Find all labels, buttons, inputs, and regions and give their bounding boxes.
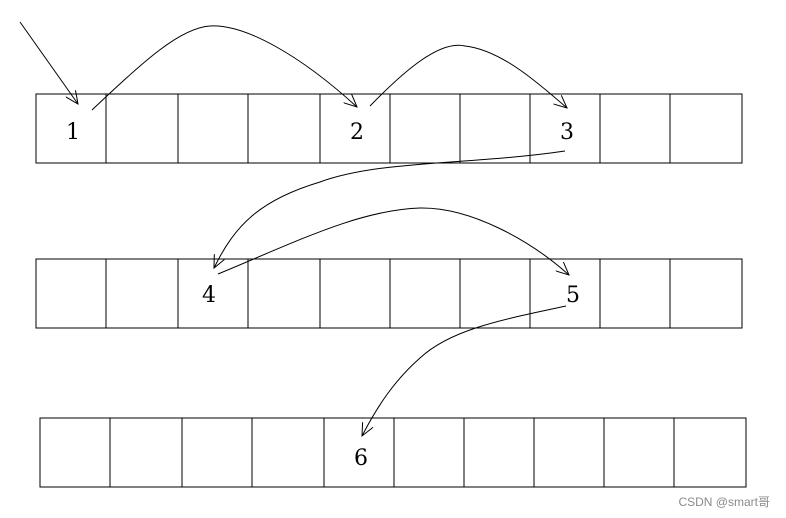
pointer-arrows — [19, 21, 569, 436]
cell — [251, 417, 325, 488]
cell — [319, 258, 391, 329]
cell — [459, 93, 531, 164]
cell — [181, 417, 253, 488]
cell — [389, 258, 461, 329]
cell — [669, 93, 743, 164]
cell-label-6: 6 — [354, 446, 368, 471]
cell — [177, 93, 249, 164]
arrow-2-to-3 — [369, 44, 567, 108]
cell — [603, 417, 675, 488]
cells-row-3 — [39, 417, 747, 488]
cell — [109, 417, 183, 488]
cell — [177, 258, 249, 329]
cell-label-3: 3 — [560, 120, 574, 145]
cell-labels: 1 2 3 4 5 6 — [66, 120, 580, 471]
cell — [247, 258, 321, 329]
cell — [35, 258, 107, 329]
arrow-5-to-6 — [362, 305, 567, 436]
cells-row-2 — [35, 258, 743, 329]
cell — [105, 93, 179, 164]
arrow-1-to-2 — [91, 25, 357, 111]
cell — [599, 93, 671, 164]
arrow-3-to-4 — [214, 150, 566, 268]
cell — [533, 417, 605, 488]
cell — [669, 258, 743, 329]
cell-label-2: 2 — [350, 120, 364, 145]
cell — [105, 258, 179, 329]
watermark: CSDN @smart哥 — [678, 495, 770, 509]
cell — [463, 417, 535, 488]
cell — [247, 93, 321, 164]
cell — [389, 93, 461, 164]
cell — [673, 417, 747, 488]
cell — [35, 93, 107, 164]
arrow-4-to-5 — [217, 207, 569, 275]
cell — [39, 417, 111, 488]
cell-label-5: 5 — [566, 283, 580, 308]
cell-label-4: 4 — [202, 283, 216, 308]
cell — [459, 258, 531, 329]
entry-arrow — [19, 21, 78, 104]
cell-label-1: 1 — [66, 120, 80, 145]
cell — [323, 417, 395, 488]
cell — [393, 417, 465, 488]
cell — [529, 258, 601, 329]
cells-row-1 — [35, 93, 743, 164]
cell — [599, 258, 671, 329]
